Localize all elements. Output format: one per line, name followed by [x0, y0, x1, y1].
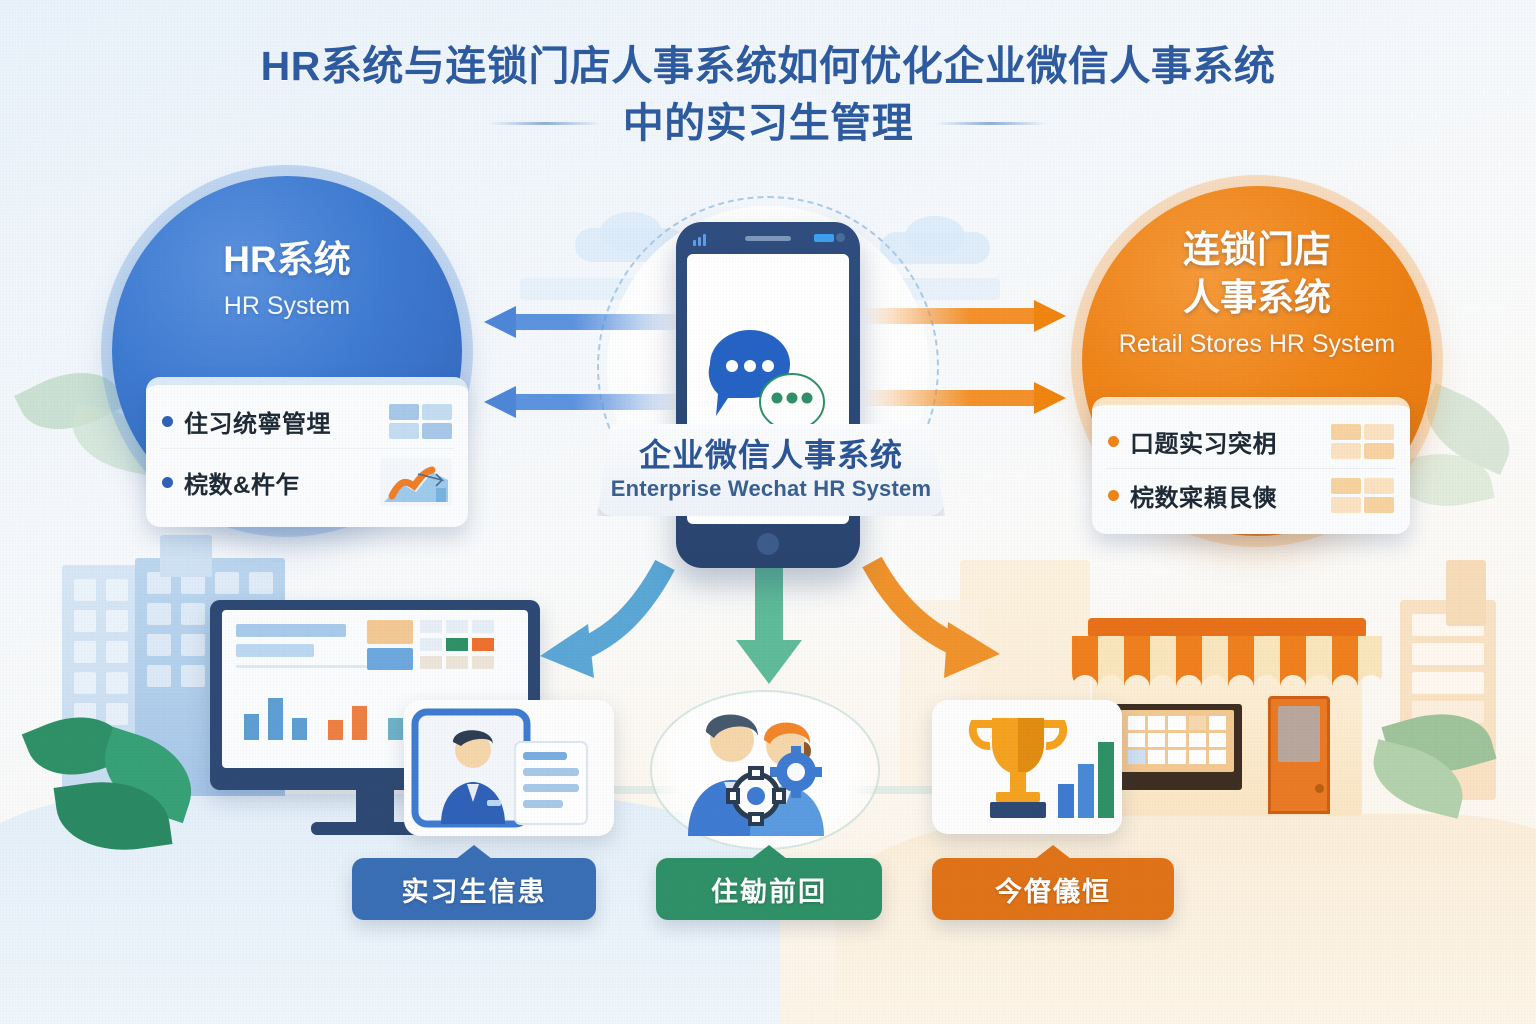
store-door-knob	[1315, 784, 1324, 793]
title-rule-left	[488, 121, 601, 125]
chip-intern-info[interactable]: 实习生信患	[352, 845, 596, 920]
chip-attendance-label: 住勄前回	[711, 876, 827, 907]
flow-arrow-to-retail-2	[864, 382, 1066, 414]
flow-arrow-to-hr-2	[484, 386, 684, 418]
grid-icon	[1331, 478, 1394, 513]
smartphone-device	[676, 222, 860, 568]
center-title-cn: 企业微信人事系统	[638, 437, 903, 473]
bullet-dot-icon	[1108, 490, 1119, 501]
hr-card-item-2-label: 梡数&杵乍	[184, 471, 300, 499]
trend-chart-icon	[380, 458, 452, 506]
center-title-en: Enterprise Wechat HR System	[610, 476, 932, 501]
people-gears-icon	[688, 714, 824, 836]
phone-home-button	[757, 533, 779, 555]
gear-icon-2	[726, 766, 786, 826]
chat-bubbles-icon	[708, 330, 826, 431]
monitor-stand	[356, 790, 394, 824]
id-card-icon	[411, 708, 588, 828]
phone-speaker	[745, 236, 791, 241]
hr-card-item-1: 住习统寧管埋	[160, 395, 454, 448]
hr-system-title-cn: HR系统	[223, 239, 351, 280]
battery-icon	[814, 234, 834, 242]
hr-card-item-2: 梡数&杵乍	[160, 448, 454, 515]
flow-arrow-to-retail-1	[864, 300, 1066, 332]
retail-card-item-2-label: 梡数寀頛艮傸	[1130, 485, 1277, 512]
hr-system-card: 住习统寧管埋 梡数&杵乍	[146, 377, 468, 527]
retail-system-card: 口题实习突枂 梡数寀頛艮傸	[1092, 397, 1410, 534]
curve-down-left	[540, 559, 675, 678]
employee-profile-tile[interactable]	[404, 700, 614, 836]
retail-card-item-2: 梡数寀頛艮傸	[1106, 468, 1396, 522]
bullet-dot-icon	[1108, 436, 1119, 447]
title-rule-right	[935, 121, 1048, 125]
chip-performance[interactable]: 今傄儀恒	[932, 845, 1174, 920]
monitor-screen	[222, 610, 528, 768]
hr-system-title-en: HR System	[223, 292, 351, 320]
store-roof	[1088, 618, 1366, 638]
chip-notch-icon	[456, 845, 492, 859]
flow-arrow-to-hr-1	[484, 306, 684, 338]
signal-bars-icon	[693, 234, 706, 246]
store-shelf-items	[1128, 716, 1226, 764]
bullet-dot-icon	[162, 476, 173, 488]
retail-card-item-1: 口题实习突枂	[1106, 415, 1396, 468]
connector-center-right	[856, 786, 960, 794]
cloud-right-2	[905, 216, 965, 256]
building-left-thin	[160, 535, 212, 577]
retail-card-item-1-label: 口题实习突枂	[1130, 431, 1277, 458]
store-door-glass	[1278, 706, 1320, 762]
enterprise-wechat-banner[interactable]: 企业微信人事系统 Enterprise Wechat HR System	[597, 424, 945, 516]
chip-notch-icon	[1035, 845, 1071, 859]
retail-title-en: Retail Stores HR System	[1118, 330, 1396, 358]
status-dot-icon	[836, 233, 845, 242]
retail-title-cn-2: 人事系统	[1183, 277, 1331, 318]
chip-performance-label: 今傄儀恒	[995, 876, 1111, 907]
trophy-chart-icon	[968, 718, 1114, 818]
gear-icon	[770, 746, 822, 798]
store-awning	[1072, 636, 1382, 688]
bullet-dot-icon	[162, 416, 173, 427]
building-right-b	[1446, 560, 1486, 626]
team-settings-tile[interactable]	[672, 698, 858, 838]
grid-icon	[1331, 424, 1394, 459]
chip-intern-info-label: 实习生信患	[401, 876, 547, 907]
title-line-1: HR系统与连锁门店人事系统如何优化企业微信人事系统	[260, 43, 1276, 89]
retail-title-cn-1: 连锁门店	[1183, 229, 1331, 270]
title-line-2-row: 中的实习生管理	[488, 94, 1048, 152]
retail-storefront	[1068, 588, 1386, 816]
page-title: HR系统与连锁门店人事系统如何优化企业微信人事系统 中的实习生管理	[0, 38, 1536, 152]
chip-attendance[interactable]: 住勄前回	[656, 845, 882, 920]
title-line-2: 中的实习生管理	[622, 100, 914, 146]
chip-notch-icon	[751, 845, 787, 859]
arrow-down-center	[736, 562, 802, 684]
curve-down-right	[862, 556, 1000, 678]
grid-icon	[389, 404, 452, 439]
connector-left-center	[590, 786, 680, 794]
performance-tile[interactable]	[932, 700, 1122, 834]
hr-card-item-1-label: 住习统寧管埋	[184, 411, 331, 438]
